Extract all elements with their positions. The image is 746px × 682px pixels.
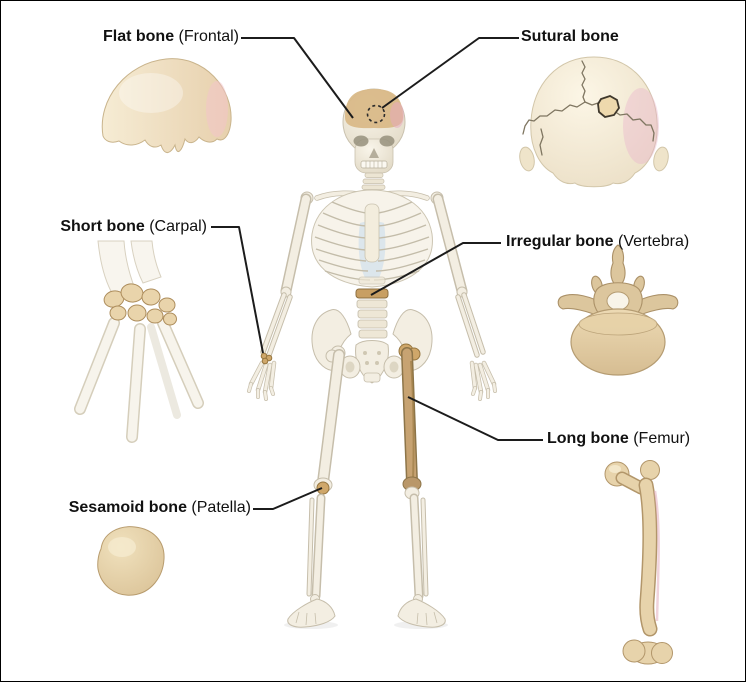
leader-sesamoid-bone [253,487,323,510]
sutural-bone-ossicle [597,95,620,118]
label-short-bone-name: Short bone [60,218,145,235]
label-flat-bone-example: (Frontal) [174,28,239,45]
label-long-bone: Long bone (Femur) [547,430,690,448]
skeleton-left-leg [397,343,446,628]
label-flat-bone: Flat bone (Frontal) [103,28,239,46]
label-sutural-bone-name: Sutural bone [521,28,619,45]
sutural-bone-marker [366,104,386,124]
femur-illustration [604,460,673,665]
skeleton-lumbar-spine [355,276,389,339]
label-irregular-bone-example: (Vertebra) [613,233,690,250]
label-long-bone-example: (Femur) [628,430,691,447]
leader-lines [211,37,543,510]
skeleton-skull [342,88,406,174]
patella-illustration [97,526,165,596]
highlighted-patella [316,481,330,495]
label-irregular-bone-name: Irregular bone [506,233,614,250]
highlighted-carpal-bones [260,352,273,365]
label-irregular-bone: Irregular bone (Vertebra) [506,233,689,251]
leader-irregular-bone [370,242,501,296]
skeleton-pelvis [311,309,433,384]
skeleton-right-leg [287,345,346,628]
posterior-skull-illustration [519,56,669,188]
sternum [364,203,380,263]
label-short-bone: Short bone (Carpal) [60,218,207,236]
leader-short-bone [211,226,264,354]
skeleton-figure [247,88,497,629]
label-short-bone-example: (Carpal) [144,218,207,235]
vertebra-illustration [557,244,679,376]
highlighted-frontal-bone [345,89,403,129]
label-sesamoid-bone-name: Sesamoid bone [68,499,187,516]
label-long-bone-name: Long bone [547,430,629,447]
label-sesamoid-bone: Sesamoid bone (Patella) [69,499,251,517]
leader-long-bone [407,396,543,441]
leader-sutural-bone [381,37,519,109]
skeleton-ribcage [311,189,433,288]
label-sutural-bone: Sutural bone [521,28,619,46]
leader-flat-bone [241,37,354,119]
frontal-bone-illustration [101,58,232,153]
skeleton-left-arm [430,191,497,401]
label-sesamoid-bone-example: (Patella) [186,499,251,516]
skeleton-right-arm [247,191,314,401]
label-flat-bone-name: Flat bone [102,28,175,45]
carpal-bones-illustration [74,240,204,443]
skeleton-neck [361,172,386,190]
